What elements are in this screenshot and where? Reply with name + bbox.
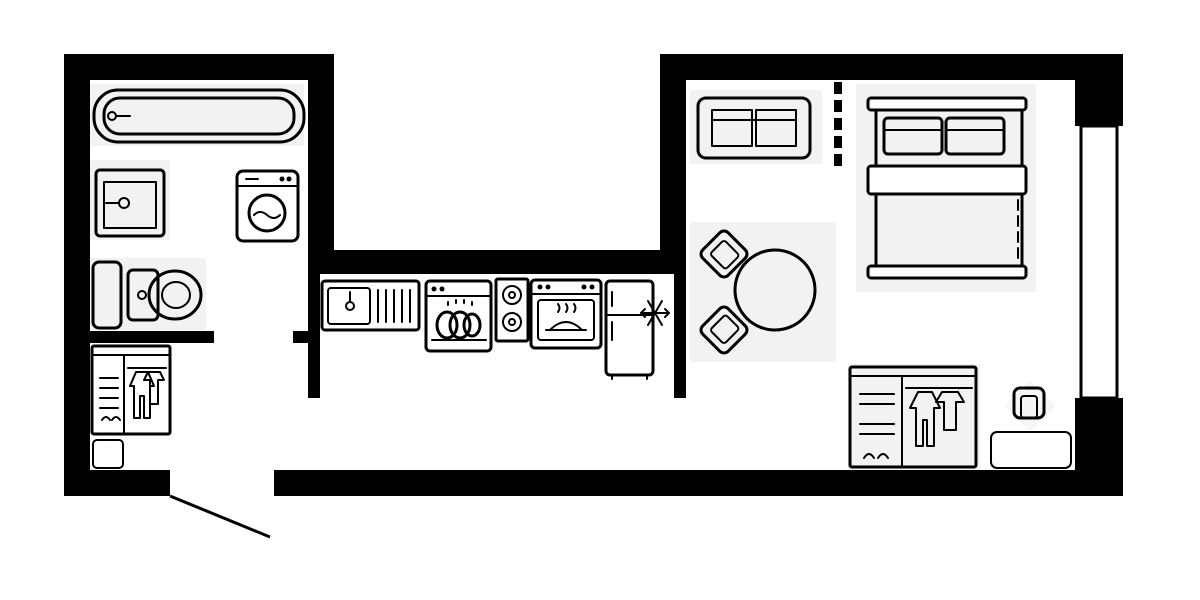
cooktop-icon	[494, 277, 530, 343]
wall-room-right-inner	[1075, 80, 1097, 126]
walls	[64, 54, 1123, 496]
wall-room-left	[660, 54, 686, 274]
sofa-icon	[690, 90, 822, 164]
wall-left-top	[64, 54, 334, 80]
washing-machine-icon	[235, 169, 300, 243]
snowflake-icon	[640, 300, 670, 326]
wall-hall-right	[308, 274, 320, 398]
kitchen-sink-icon	[320, 279, 421, 332]
wall-room-top	[660, 54, 1123, 80]
wall-kitchen-top	[308, 250, 686, 274]
wall-bath-bottom-right	[293, 331, 308, 343]
toilet-icon	[90, 258, 206, 330]
fridge-icon	[604, 279, 670, 380]
window	[1079, 124, 1119, 400]
partition-dashes	[834, 82, 842, 166]
chair-icon	[1004, 380, 1056, 432]
wardrobe-icon	[848, 364, 980, 470]
wall-bath-bottom	[90, 331, 214, 343]
sink-icon	[90, 160, 170, 240]
wall-kitchen-right	[674, 274, 686, 398]
oven-icon	[529, 278, 603, 350]
round-table-icon	[733, 248, 817, 332]
wardrobe-icon	[90, 344, 172, 436]
wall-room-right-top	[1097, 54, 1123, 126]
armchair-icon	[690, 222, 836, 362]
wall-bottom-right	[274, 470, 1123, 496]
wall-left-outer	[64, 54, 90, 496]
shoe-cabinet-icon	[92, 439, 124, 469]
bench-icon	[990, 431, 1072, 469]
dishwasher-icon	[424, 279, 493, 353]
bathtub-icon	[90, 84, 306, 146]
wall-bath-right	[308, 54, 334, 250]
double-bed-icon	[856, 84, 1036, 292]
entrance-door-icon	[169, 494, 271, 539]
wall-bottom-left	[64, 470, 170, 496]
